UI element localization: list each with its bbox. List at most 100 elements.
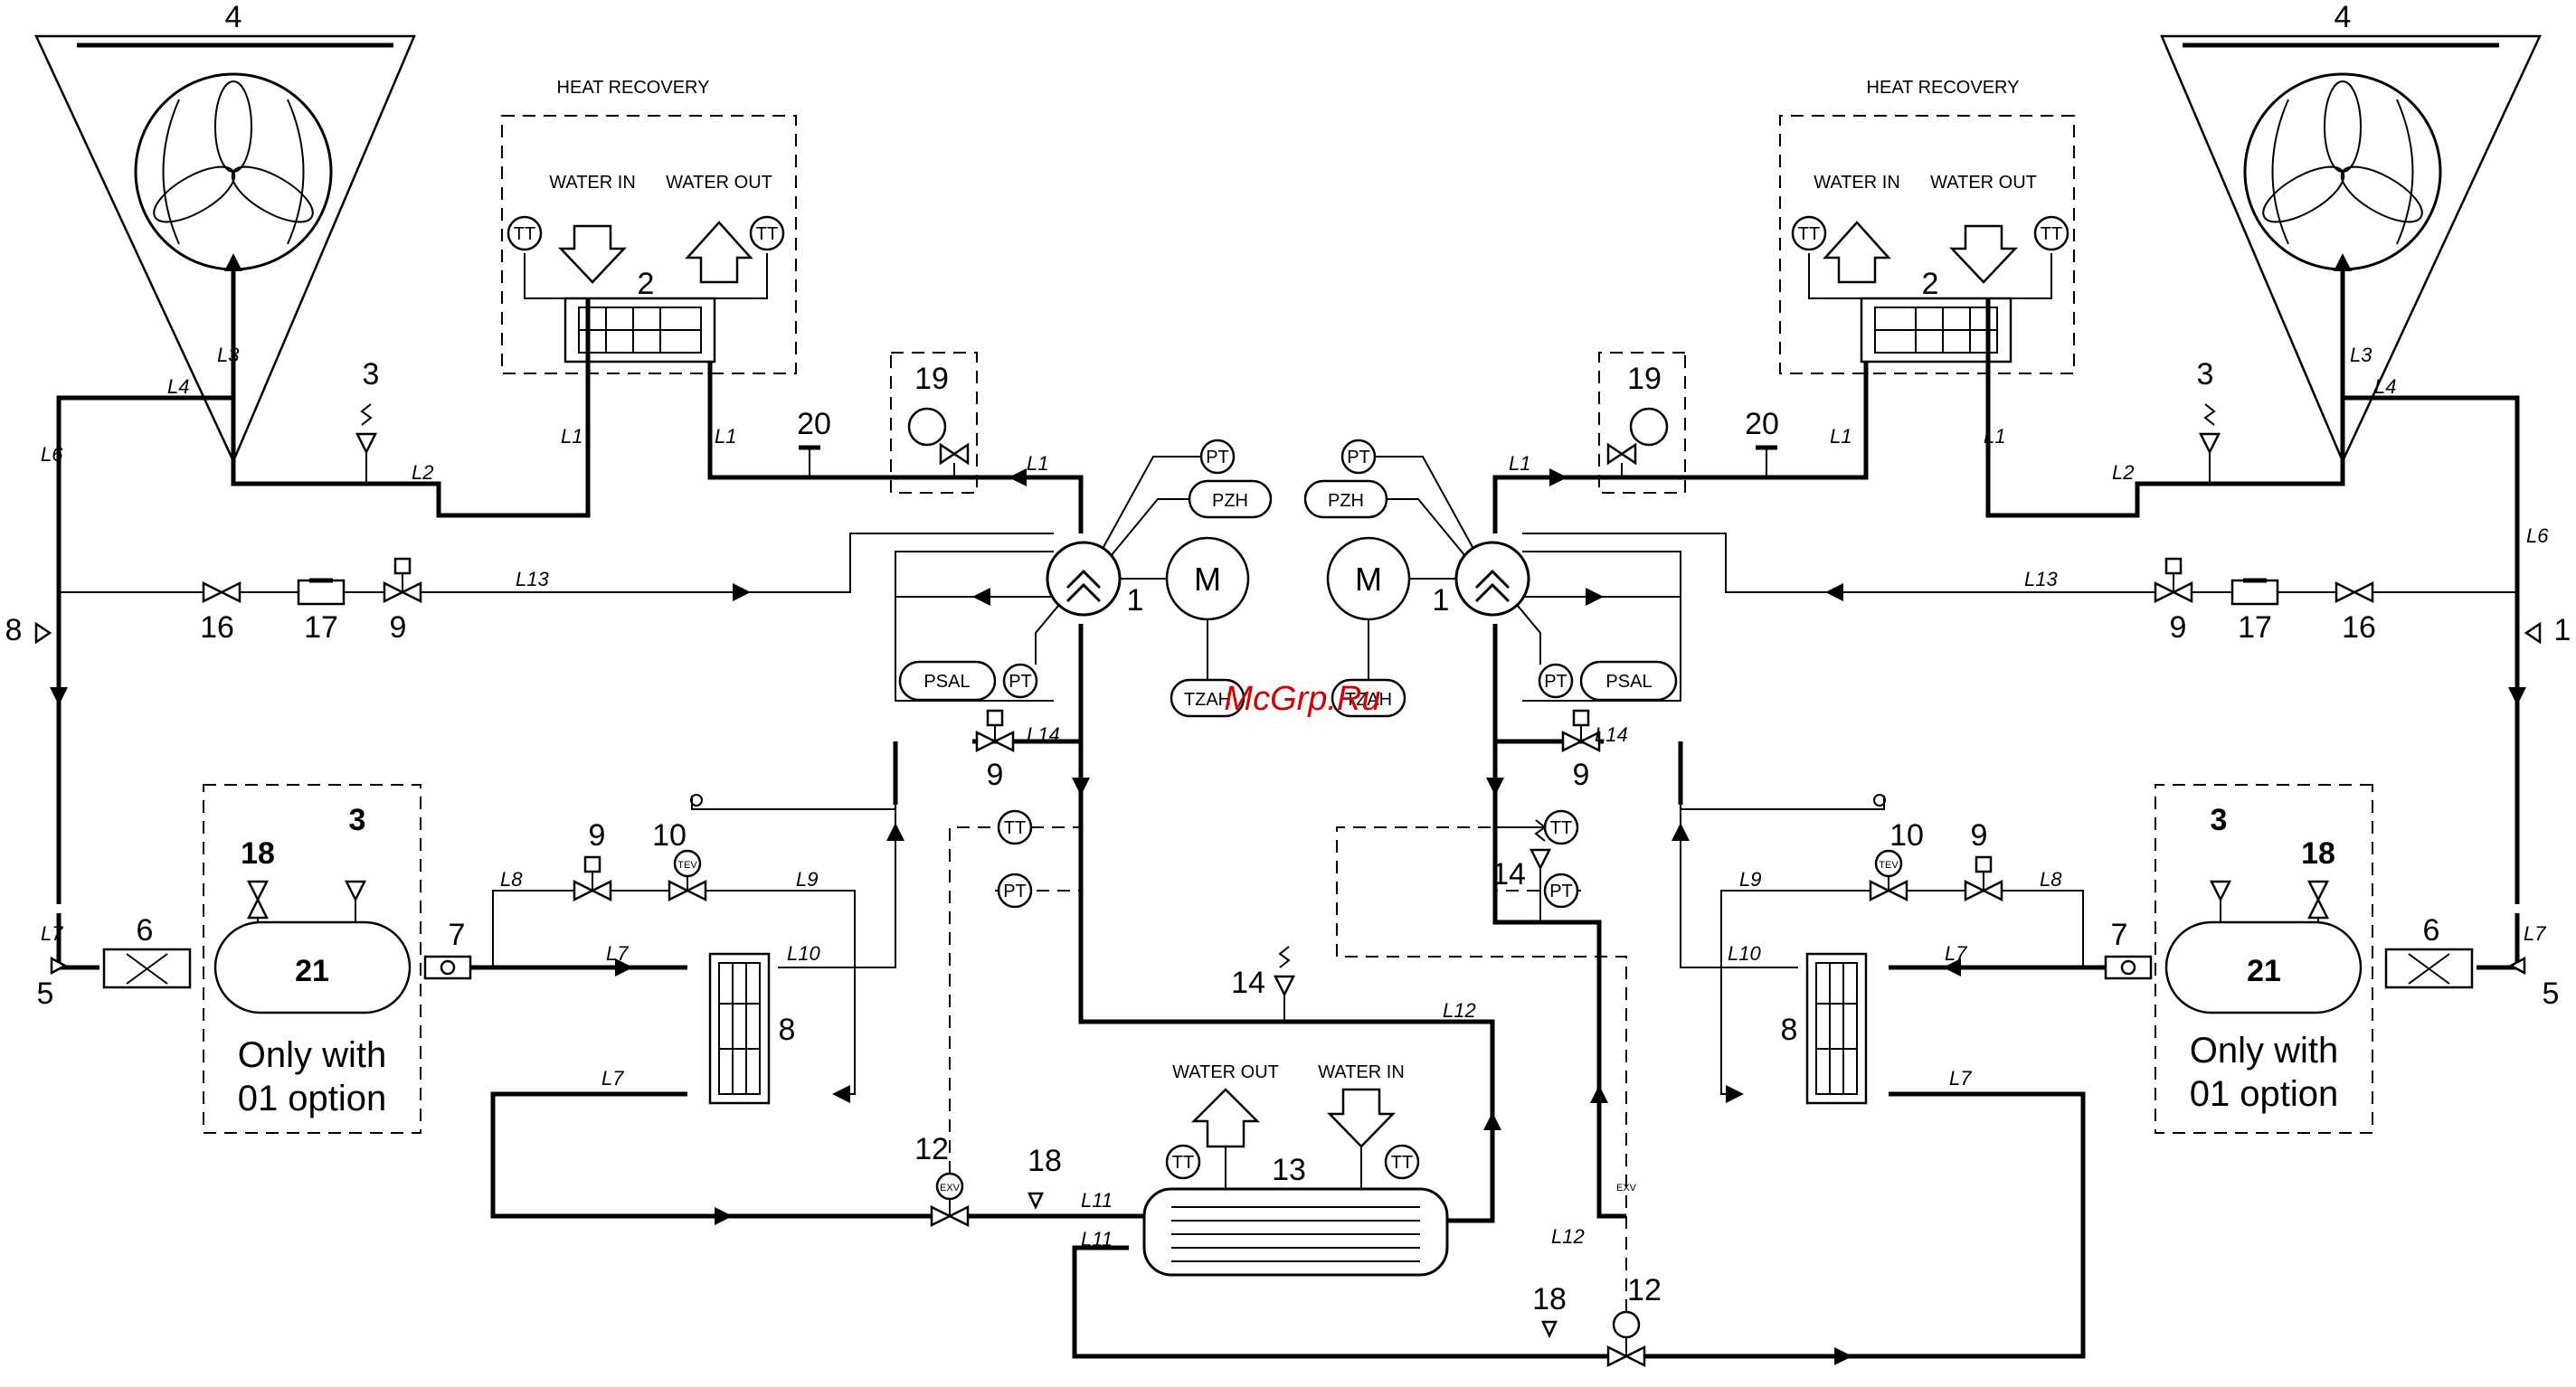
right-label-6: 6 — [2423, 913, 2440, 948]
exv-label: EXV — [940, 1183, 961, 1194]
left-valve-5: 5 — [37, 956, 68, 1011]
label-13: 13 — [1272, 1153, 1306, 1187]
label-3: 3 — [363, 357, 380, 392]
watermark: McGrp.Ru — [1224, 680, 1380, 718]
left-label-l7c: L7 — [601, 1067, 624, 1090]
right-option-line2: 01 option — [2190, 1074, 2339, 1114]
right-label-9b: 9 — [1971, 818, 1988, 853]
right-label-14: 14 — [1492, 857, 1526, 892]
left-line-l8-l9 — [492, 890, 856, 1095]
label-14: 14 — [1231, 966, 1265, 1000]
label-18: 18 — [1028, 1144, 1062, 1178]
left-label-l1b: L1 — [715, 425, 736, 448]
left-line-l2 — [231, 298, 591, 518]
left-sight-glass-7: 7 — [423, 918, 472, 980]
label-9: 9 — [589, 818, 606, 853]
right-heat-recovery-title: HEAT RECOVERY — [1867, 78, 2020, 98]
label-20: 20 — [797, 407, 831, 441]
motor-label: M — [1355, 561, 1382, 598]
right-label-l1c: L1 — [1509, 452, 1530, 475]
left-line-l1 — [707, 362, 1084, 533]
right-label-9c: 9 — [1573, 758, 1590, 792]
left-valve-8: 8 — [5, 613, 52, 647]
exv-label-right: EXV — [1616, 1183, 1637, 1194]
right-label-18: 18 — [2301, 836, 2335, 871]
left-line-l13 — [59, 533, 1054, 593]
left-label-l12: L12 — [1443, 999, 1476, 1022]
left-heat-recovery: HEAT RECOVERY WATER IN WATER OUT 2 TT TT — [501, 78, 797, 374]
right-label-18b: 18 — [1532, 1282, 1567, 1316]
label-6: 6 — [137, 913, 154, 948]
tt-label: TT — [756, 224, 778, 244]
left-suction-tt: TT — [997, 809, 1081, 845]
right-condenser — [2160, 34, 2542, 465]
psal-label: PSAL — [923, 672, 970, 692]
right-label-l2: L2 — [2112, 461, 2134, 484]
left-economizer-8: 8 — [708, 952, 796, 1105]
left-label-l7a: L7 — [41, 922, 63, 945]
label-5: 5 — [37, 977, 54, 1011]
left-line-suction — [1078, 624, 1495, 1223]
evap-water-in: WATER IN — [1318, 1062, 1405, 1082]
left-label-l1c: L1 — [1027, 452, 1048, 475]
right-label-5: 5 — [2543, 977, 2560, 1011]
left-valve-20: 20 — [797, 407, 831, 477]
left-relief-valve-3: 3 — [355, 357, 380, 484]
tt-label: TT — [1004, 818, 1026, 838]
label-9: 9 — [987, 758, 1004, 792]
right-label-8: 8 — [1781, 1013, 1798, 1047]
right-label-1-edge: 1 — [2554, 613, 2571, 647]
pt-label: PT — [1544, 672, 1567, 692]
right-label-l7b: L7 — [1949, 1067, 1972, 1090]
right-label-21: 21 — [2247, 954, 2281, 988]
left-line-l7c — [490, 1091, 932, 1219]
right-label-9a: 9 — [2170, 610, 2187, 645]
left-water-out-arrow — [685, 221, 753, 284]
label-8: 8 — [779, 1013, 796, 1047]
label-7: 7 — [449, 918, 466, 952]
tt-label: TT — [1798, 224, 1820, 244]
right-label-l7c: L7 — [2524, 922, 2546, 945]
pzh-label: PZH — [1212, 491, 1248, 511]
tt-label: TT — [1172, 1153, 1194, 1173]
fan-icon — [2262, 80, 2423, 245]
left-solenoid-9-c: 9 — [975, 709, 1015, 792]
right-label-7: 7 — [2111, 918, 2128, 952]
right-label-4: 4 — [2334, 0, 2352, 34]
pt-label: PT — [1347, 448, 1370, 467]
label-12: 12 — [914, 1132, 949, 1166]
right-label-l7a: L7 — [1945, 942, 1967, 965]
label-18: 18 — [241, 836, 275, 871]
label-10: 10 — [652, 818, 687, 853]
pt-label: PT — [1206, 448, 1229, 467]
left-motor: M TZAH — [1120, 536, 1250, 718]
right-label-l9: L9 — [1739, 868, 1761, 891]
left-line-l10 — [778, 796, 896, 968]
left-solenoid-9-b: 9 — [573, 818, 612, 902]
pt-label: PT — [1549, 882, 1573, 901]
evaporator-13: 13 WATER OUT WATER IN TT TT — [1142, 1062, 1449, 1277]
left-filter-drier-6: 6 — [102, 913, 192, 989]
tt-label: TT — [1391, 1153, 1413, 1173]
right-water-out-label: WATER OUT — [1930, 173, 2037, 193]
left-exv-12: EXV 12 — [914, 1132, 970, 1228]
left-label-4: 4 — [225, 0, 242, 34]
right-label-l10: L10 — [1728, 942, 1761, 965]
tt-label: TT — [1550, 818, 1572, 838]
left-compressor-1: 1 — [1046, 541, 1143, 618]
left-line-l4-l6 — [56, 395, 233, 904]
tt-label: TT — [514, 224, 535, 244]
left-solenoid-9-a: 9 — [383, 557, 422, 645]
right-label-l13: L13 — [2024, 568, 2058, 590]
tev-label: TEV — [677, 860, 697, 871]
label-17: 17 — [304, 610, 338, 645]
right-heat-recovery — [1779, 115, 2075, 374]
left-label-l8: L8 — [500, 868, 523, 891]
right-label-l1a: L1 — [1830, 425, 1852, 448]
tzah-label: TZAH — [1345, 690, 1392, 710]
left-label-l4: L4 — [167, 375, 189, 398]
left-label-l3: L3 — [217, 344, 240, 366]
left-suction-pt: PT — [997, 873, 1033, 909]
right-option-line1: Only with — [2190, 1031, 2339, 1071]
